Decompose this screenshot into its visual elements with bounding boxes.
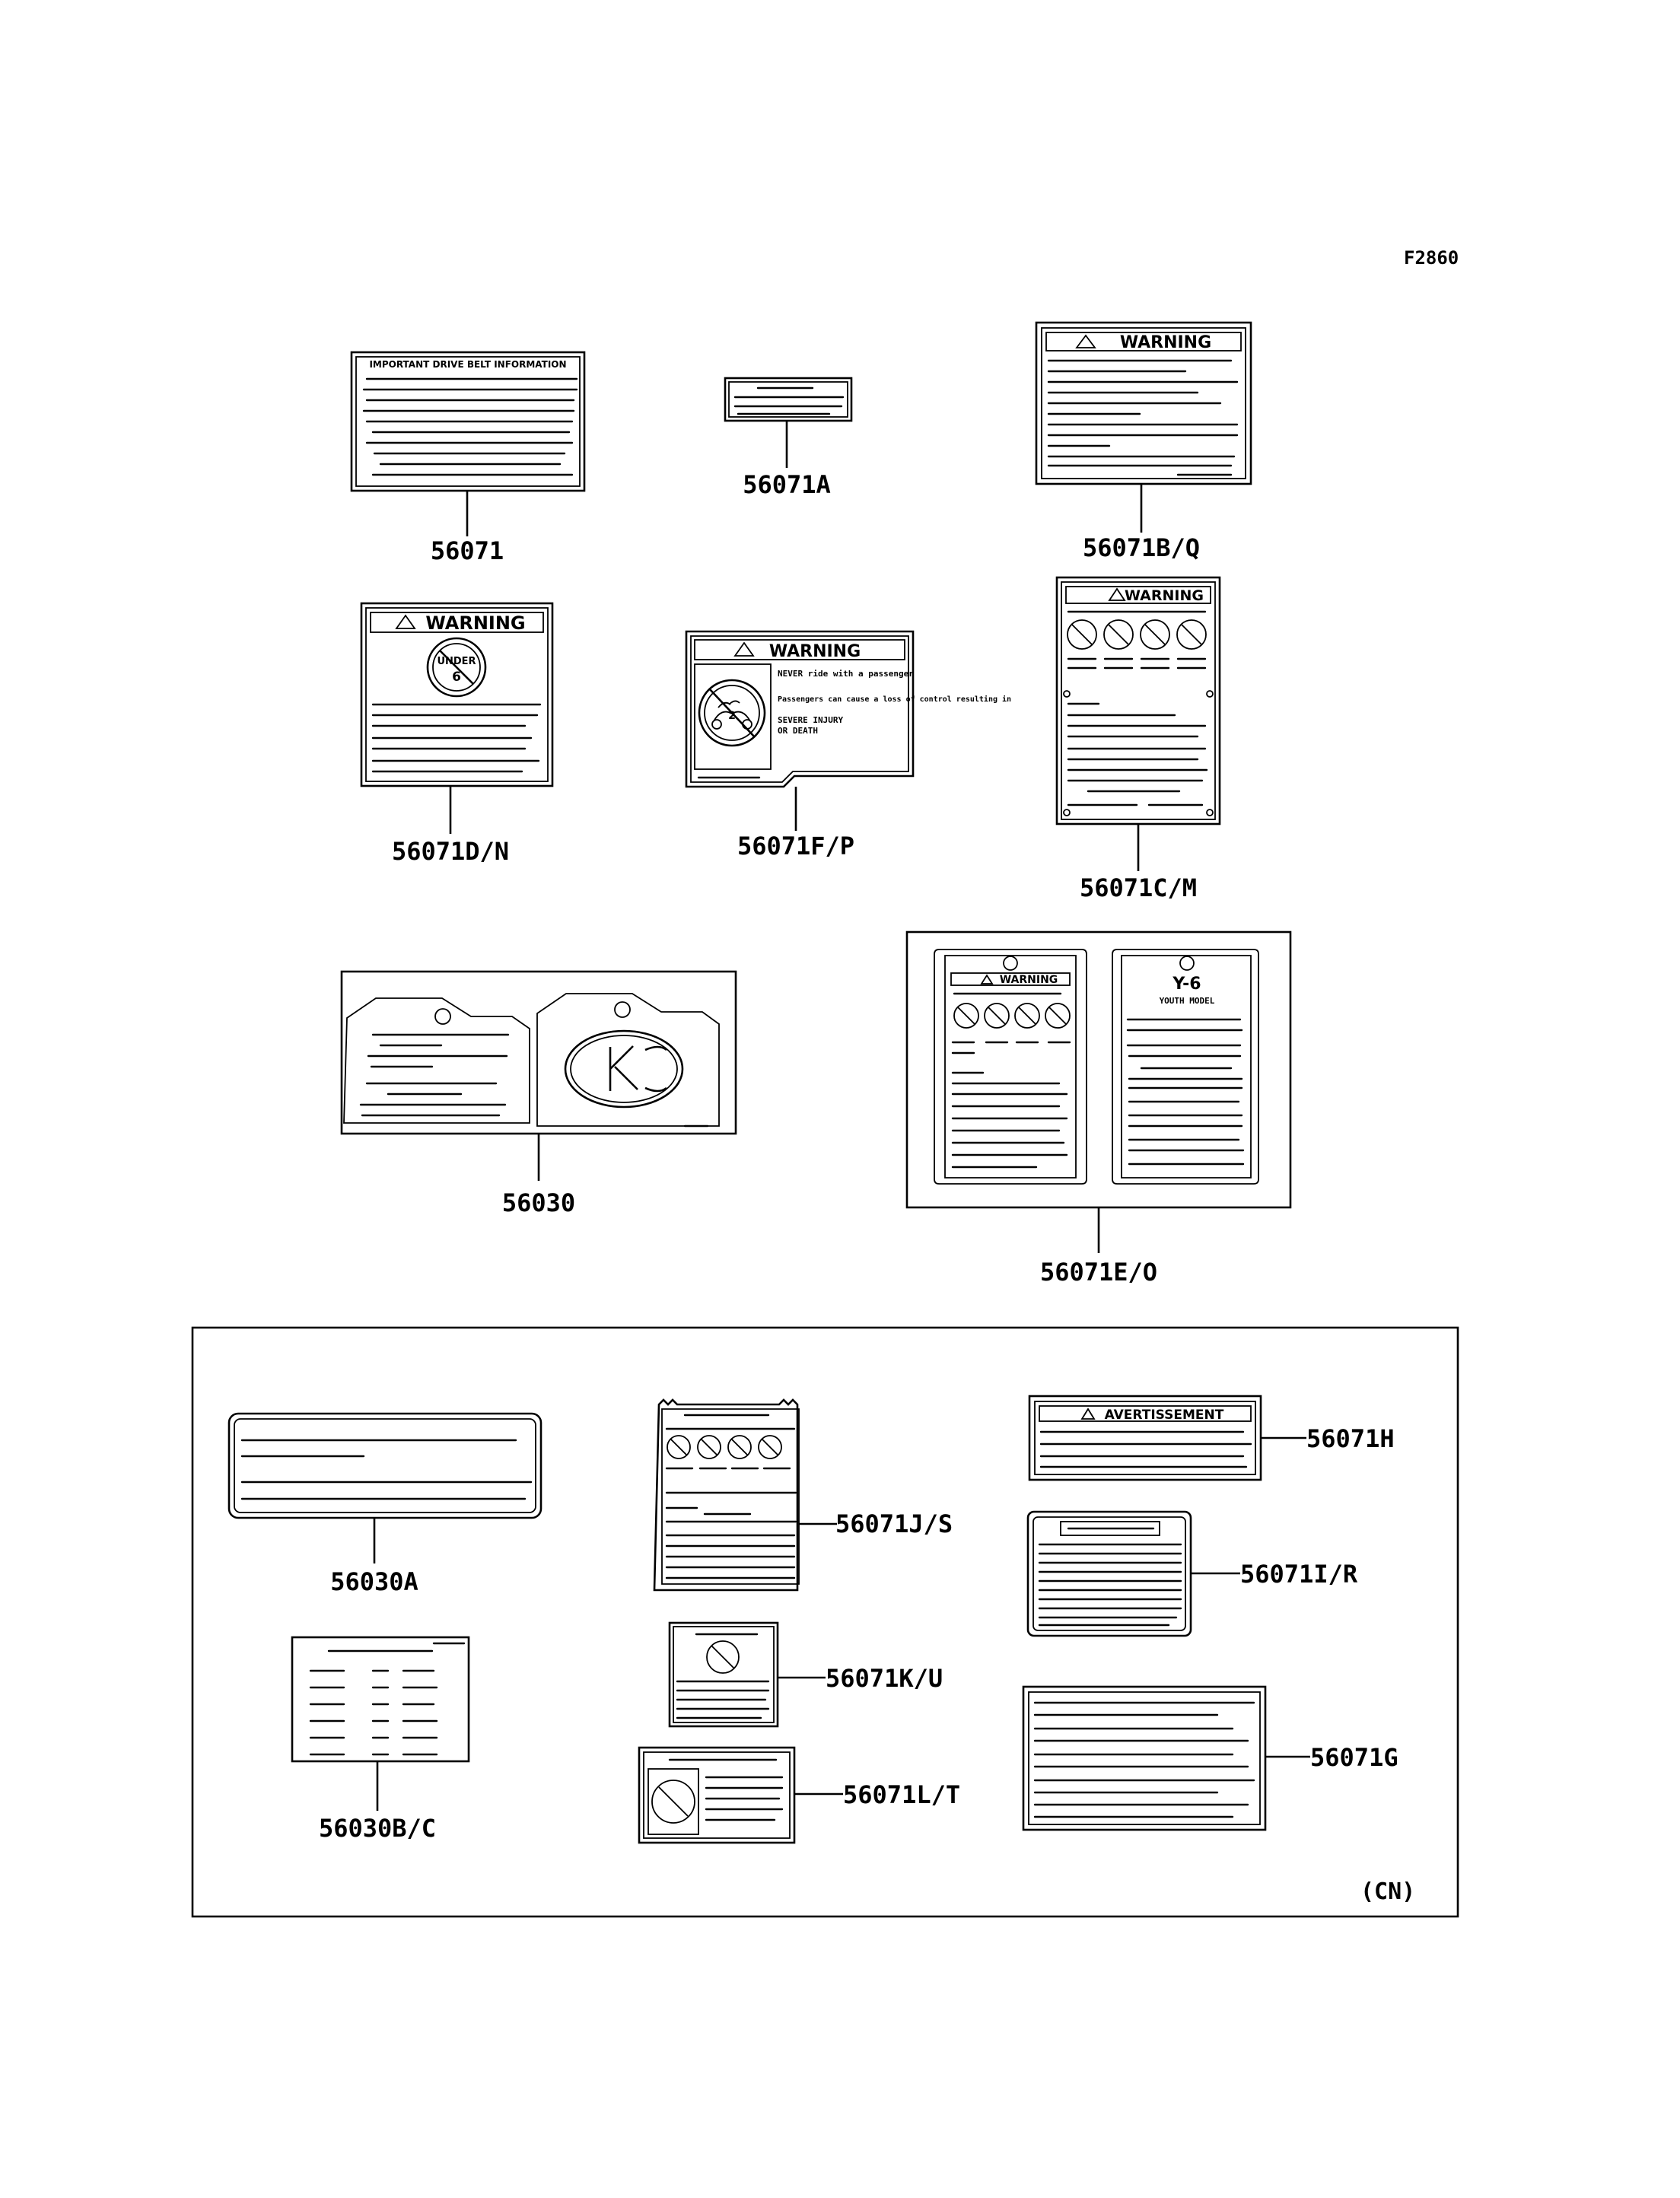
hang-hole-icon bbox=[1003, 956, 1018, 971]
part-number-56071A[interactable]: 56071A bbox=[743, 470, 831, 499]
part-number-56071LT[interactable]: 56071L/T bbox=[843, 1780, 960, 1809]
label-part-56030A[interactable] bbox=[228, 1412, 542, 1519]
label-part-56071DN[interactable]: WARNING UNDER 6 bbox=[360, 602, 554, 787]
belt-info-heading: IMPORTANT DRIVE BELT INFORMATION bbox=[369, 359, 566, 370]
svg-text:2: 2 bbox=[728, 710, 736, 722]
label-part-56071IR[interactable] bbox=[1026, 1510, 1192, 1637]
region-mark: (CN) bbox=[1360, 1878, 1415, 1905]
part-number-56030A[interactable]: 56030A bbox=[330, 1567, 418, 1596]
no-passenger-icon bbox=[651, 1780, 695, 1824]
label-part-56071H[interactable]: AVERTISSEMENT bbox=[1028, 1395, 1262, 1481]
warning-heading: WARNING bbox=[1120, 333, 1211, 352]
part-number-56071G[interactable]: 56071G bbox=[1310, 1743, 1398, 1772]
part-number-56071EO[interactable]: 56071E/O bbox=[1040, 1258, 1157, 1287]
label-part-56071A[interactable] bbox=[724, 377, 853, 422]
part-number-56071IR[interactable]: 56071I/R bbox=[1240, 1560, 1358, 1589]
prohibition-icons bbox=[667, 1435, 782, 1459]
label-part-56071CM[interactable]: WARNING bbox=[1055, 576, 1221, 825]
cn-region-box bbox=[191, 1326, 1459, 1918]
part-number-56071FP[interactable]: 56071F/P bbox=[737, 832, 854, 860]
svg-text:UNDER: UNDER bbox=[437, 656, 476, 667]
warning-triangle-icon bbox=[733, 641, 755, 657]
label-part-56030[interactable] bbox=[340, 970, 737, 1135]
label-part-56071FP[interactable]: WARNING 2 NEVER ride with a passenger Pa… bbox=[685, 630, 1011, 788]
part-number-56071JS[interactable]: 56071J/S bbox=[835, 1509, 953, 1538]
part-number-56071H[interactable]: 56071H bbox=[1306, 1424, 1395, 1453]
warning-heading: WARNING bbox=[769, 642, 861, 661]
warning-triangle-icon bbox=[1108, 587, 1126, 601]
no-passenger-icon: 2 bbox=[698, 679, 766, 747]
part-number-56071[interactable]: 56071 bbox=[431, 536, 504, 565]
part-number-56071CM[interactable]: 56071C/M bbox=[1080, 873, 1197, 902]
hang-hole-icon bbox=[434, 1008, 451, 1025]
warning-heading: WARNING bbox=[1000, 974, 1058, 986]
hang-hole-icon bbox=[614, 1001, 631, 1018]
passengers-cause-text: Passengers can cause a loss of control r… bbox=[778, 695, 1011, 704]
warning-heading: WARNING bbox=[425, 612, 525, 634]
label-part-56030BC[interactable] bbox=[291, 1636, 470, 1763]
label-part-56071[interactable]: IMPORTANT DRIVE BELT INFORMATION bbox=[350, 351, 586, 492]
avertissement-heading: AVERTISSEMENT bbox=[1105, 1408, 1224, 1423]
warning-triangle-icon bbox=[1075, 334, 1096, 348]
part-number-56030BC[interactable]: 56030B/C bbox=[319, 1814, 436, 1843]
warning-triangle-icon bbox=[395, 614, 416, 629]
part-number-56030[interactable]: 56030 bbox=[502, 1188, 575, 1217]
svg-text:6: 6 bbox=[452, 670, 461, 685]
never-passenger-text: NEVER ride with a passenger bbox=[778, 669, 914, 679]
label-part-56071KU[interactable] bbox=[668, 1621, 779, 1728]
warning-heading: WARNING bbox=[1125, 587, 1204, 604]
warning-triangle-icon bbox=[980, 974, 994, 984]
label-part-56071EO[interactable]: WARNING Y-6 YOUTH MODEL bbox=[905, 930, 1292, 1209]
figure-code: F2860 bbox=[1404, 247, 1459, 269]
prohibition-icon bbox=[706, 1640, 740, 1674]
warning-triangle-icon bbox=[1080, 1408, 1096, 1420]
hang-hole-icon bbox=[1179, 956, 1195, 971]
severe-injury-text: SEVERE INJURY bbox=[778, 715, 843, 725]
k-logo-icon bbox=[564, 1029, 684, 1109]
y6-heading: Y-6 bbox=[1172, 975, 1201, 994]
part-number-56071BQ[interactable]: 56071B/Q bbox=[1083, 533, 1200, 562]
label-part-56071LT[interactable] bbox=[638, 1746, 796, 1844]
label-part-56071BQ[interactable]: WARNING bbox=[1035, 321, 1252, 485]
prohibition-icons bbox=[953, 1003, 1071, 1029]
label-part-56071G[interactable] bbox=[1022, 1685, 1267, 1831]
under-6-prohibition-icon: UNDER 6 bbox=[426, 637, 487, 698]
youth-model-text: YOUTH MODEL bbox=[1160, 996, 1215, 1006]
label-part-56071JS[interactable] bbox=[653, 1398, 800, 1592]
or-death-text: OR DEATH bbox=[778, 726, 818, 736]
part-number-56071DN[interactable]: 56071D/N bbox=[392, 837, 509, 866]
prohibition-icons bbox=[1067, 619, 1207, 650]
part-number-56071KU[interactable]: 56071K/U bbox=[826, 1664, 943, 1693]
